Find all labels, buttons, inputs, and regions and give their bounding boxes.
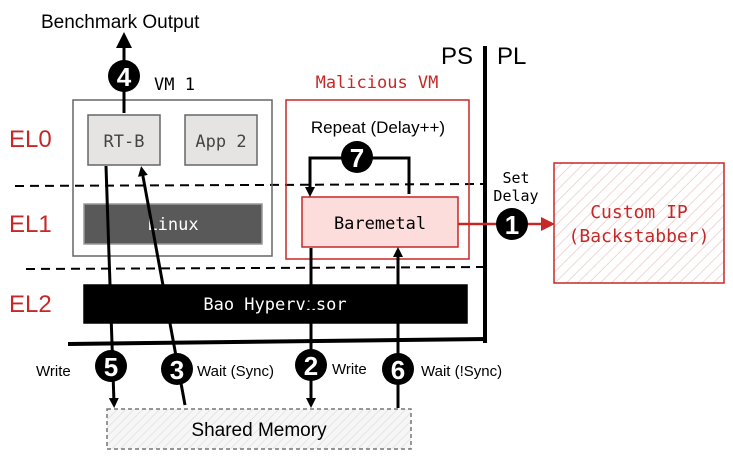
el0-el1-divider <box>14 183 486 187</box>
svg-text:7: 7 <box>350 143 364 173</box>
el0-label: EL0 <box>9 126 52 153</box>
svg-text:1: 1 <box>505 210 519 240</box>
ps-bottom-line <box>67 337 488 346</box>
malicious-vm-label: Malicious VM <box>316 73 439 93</box>
step-2-badge: 2 <box>295 349 327 381</box>
set-delay-label-line2: Delay <box>493 187 538 205</box>
linux-box <box>83 203 263 245</box>
set-delay-label-line1: Set <box>502 169 529 187</box>
custom-ip-box <box>553 162 725 284</box>
step3-label: Wait (Sync) <box>197 363 274 380</box>
el1-el2-divider <box>25 266 486 270</box>
el2-label: EL2 <box>9 291 52 318</box>
app2-label: App 2 <box>195 132 246 152</box>
el1-label: EL1 <box>9 211 52 238</box>
pl-label: PL <box>497 43 526 70</box>
step2-label: Write <box>332 361 367 378</box>
repeat-delay-label: Repeat (Delay++) <box>311 118 445 137</box>
backstabber-label: (Backstabber) <box>569 226 710 247</box>
step-5-badge: 5 <box>95 350 127 382</box>
ps-label: PS <box>441 43 473 70</box>
baremetal-box <box>301 196 459 248</box>
svg-text:6: 6 <box>391 355 405 385</box>
benchmark-output-title: Benchmark Output <box>41 12 200 33</box>
linux-label: Linux <box>147 215 198 235</box>
step-4-badge: 4 <box>108 60 140 92</box>
svg-text:2: 2 <box>304 351 318 381</box>
baremetal-label: Baremetal <box>334 214 426 234</box>
vm1-label: VM 1 <box>154 75 195 95</box>
shared-memory-box <box>106 408 412 450</box>
vm1-box <box>72 99 273 257</box>
shared-memory-label: Shared Memory <box>191 420 327 441</box>
app2-box <box>184 114 258 166</box>
hypervisor-label: Bao Hypervisor <box>203 295 346 315</box>
svg-text:3: 3 <box>170 355 184 385</box>
step-6-badge: 6 <box>382 353 414 385</box>
svg-text:4: 4 <box>117 62 132 92</box>
step5-label: Write <box>36 363 71 380</box>
svg-text:5: 5 <box>104 352 118 382</box>
step6-label: Wait (!Sync) <box>421 363 502 380</box>
hypervisor-box <box>83 284 468 324</box>
rtb-box <box>87 114 161 166</box>
step-3-badge: 3 <box>161 353 193 385</box>
malicious-vm-box <box>285 99 470 260</box>
step-1-badge: 1 <box>496 208 528 240</box>
rtb-label: RT-B <box>104 132 145 152</box>
step-7-badge: 7 <box>341 141 373 173</box>
custom-ip-label: Custom IP <box>590 202 688 223</box>
